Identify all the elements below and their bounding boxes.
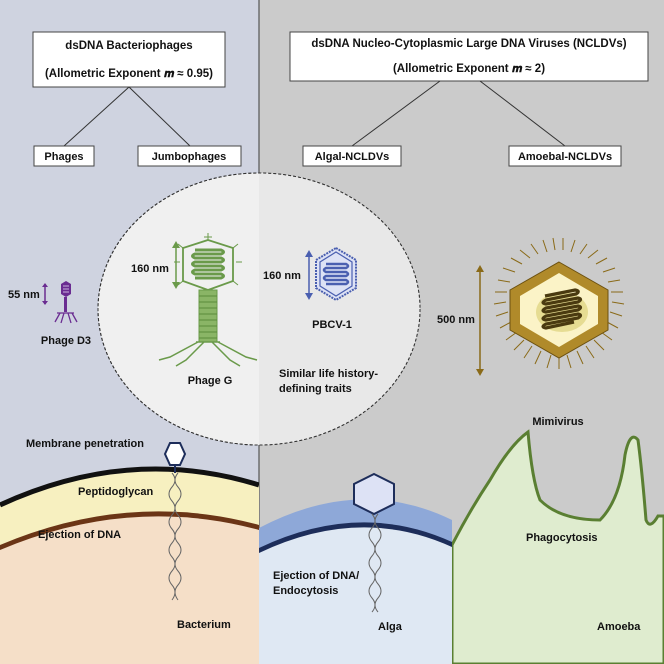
ncldv-exponent: (Allometric Exponent 𝒎 ≈ 2) bbox=[393, 63, 545, 75]
connector-phages bbox=[63, 86, 130, 147]
ncldv-title: dsDNA Nucleo-Cytoplasmic Large DNA Virus… bbox=[311, 38, 626, 50]
phage-g-icon bbox=[158, 233, 258, 367]
alga-pbcv-icon bbox=[353, 472, 395, 613]
phages-box bbox=[33, 145, 95, 167]
algal-ncldv-box bbox=[302, 145, 402, 167]
jumbophages-box bbox=[137, 145, 242, 167]
connector-jumbophages bbox=[128, 86, 191, 147]
pbcv1-size: 160 nm bbox=[263, 270, 301, 282]
phage-d3-icon bbox=[42, 281, 78, 324]
bacteriophage-title: dsDNA Bacteriophages bbox=[65, 40, 192, 52]
phages-label: Phages bbox=[44, 151, 83, 163]
jumbophages-label: Jumbophages bbox=[152, 151, 227, 163]
membrane-penetration-label: Membrane penetration bbox=[26, 438, 144, 450]
circle-outline bbox=[97, 172, 421, 446]
phagocytosis-label: Phagocytosis bbox=[526, 532, 598, 544]
bacteriophage-exponent: (Allometric Exponent 𝒎 ≈ 0.95) bbox=[45, 68, 213, 80]
phage-g-size: 160 nm bbox=[131, 263, 169, 275]
circle-right-shade bbox=[259, 173, 420, 445]
phage-g-name: Phage G bbox=[188, 375, 233, 387]
amoeba-label: Amoeba bbox=[597, 621, 641, 633]
phage-d3-name: Phage D3 bbox=[41, 335, 91, 347]
peptidoglycan-label: Peptidoglycan bbox=[78, 486, 153, 498]
shared-note-line2: defining traits bbox=[279, 383, 352, 395]
amoeba-cell bbox=[452, 429, 664, 664]
amoebal-ncldv-label: Amoebal-NCLDVs bbox=[518, 151, 612, 163]
phage-d3-size: 55 nm bbox=[8, 289, 40, 301]
pbcv1-icon bbox=[305, 246, 357, 302]
amoebal-ncldv-box bbox=[508, 145, 622, 167]
ejection-dna-label: Ejection of DNA bbox=[38, 529, 121, 541]
mimivirus-icon bbox=[476, 237, 625, 376]
alga-ejection-line2: Endocytosis bbox=[273, 585, 338, 597]
bacterium-phage-icon bbox=[163, 442, 187, 601]
mimivirus-size: 500 nm bbox=[437, 314, 475, 326]
algal-ncldv-label: Algal-NCLDVs bbox=[315, 151, 390, 163]
alga-label: Alga bbox=[378, 621, 403, 633]
pbcv1-name: PBCV-1 bbox=[312, 319, 352, 331]
mimivirus-name: Mimivirus bbox=[532, 416, 583, 428]
alga-ejection-line1: Ejection of DNA/ bbox=[273, 570, 359, 582]
bacterium-cell bbox=[0, 466, 259, 664]
connector-amoebal bbox=[479, 80, 566, 147]
shared-note-line1: Similar life history- bbox=[279, 368, 378, 380]
connector-algal bbox=[351, 80, 441, 147]
alga-cell bbox=[259, 499, 452, 664]
bacterium-label: Bacterium bbox=[177, 619, 231, 631]
ncldv-box bbox=[289, 31, 649, 82]
